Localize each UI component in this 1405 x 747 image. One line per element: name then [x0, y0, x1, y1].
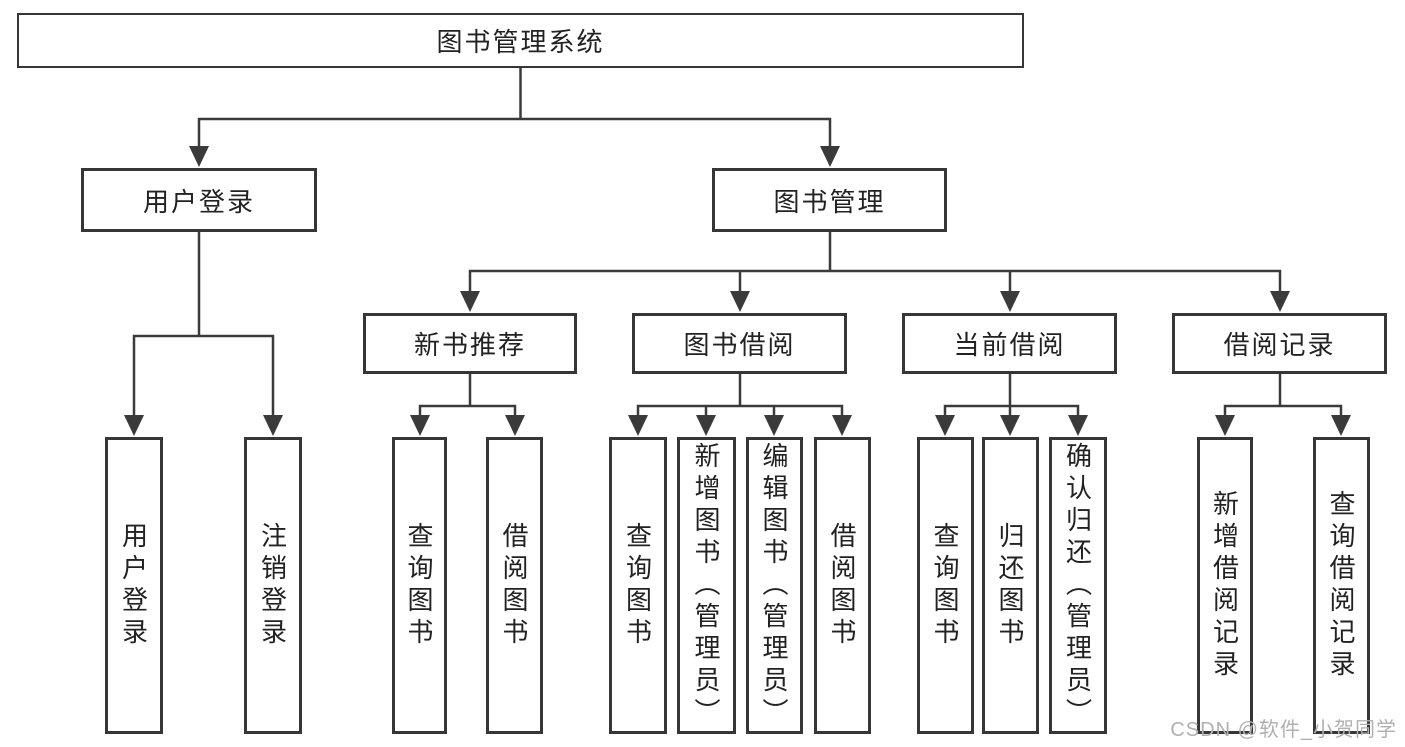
leaf-cb-confirm-return-admin: 确认归还（管理员）: [1049, 437, 1107, 734]
arrowhead: [460, 291, 480, 312]
leaf-br-add-record: 新增借阅记录: [1197, 437, 1253, 734]
connector-root-to-level2: [189, 68, 840, 167]
arrowhead: [263, 415, 283, 436]
arrowhead: [820, 146, 840, 167]
connector-current-borrow-to-leaves: [935, 374, 1088, 436]
node-user-login: 用户登录: [81, 168, 317, 232]
leaf-cb-return-books: 归还图书: [982, 437, 1039, 734]
arrowhead: [1000, 291, 1020, 312]
node-book-borrow: 图书借阅: [632, 313, 847, 374]
connector-book-mgmt-to-level3: [460, 232, 1290, 312]
arrowhead: [764, 415, 784, 436]
arrowhead: [505, 415, 525, 436]
leaf-bb-edit-books-admin: 编辑图书（管理员）: [746, 437, 803, 734]
arrowhead: [832, 415, 852, 436]
leaf-cb-query-books: 查询图书: [917, 437, 974, 734]
node-root: 图书管理系统: [17, 13, 1024, 68]
node-borrow-record: 借阅记录: [1172, 313, 1387, 374]
arrowhead: [124, 415, 144, 436]
arrowhead: [628, 415, 648, 436]
leaf-bb-add-books-admin: 新增图书（管理员）: [677, 437, 736, 734]
connector-user-login-to-leaves: [124, 232, 283, 436]
arrowhead: [410, 415, 430, 436]
connector-borrow-record-to-leaves: [1215, 374, 1351, 436]
csdn-watermark: CSDN @软件_小贺同学: [1170, 719, 1397, 741]
connector-book-borrow-to-leaves: [628, 374, 852, 436]
arrowhead: [935, 415, 955, 436]
leaf-user-login: 用户登录: [105, 437, 163, 734]
node-current-borrow: 当前借阅: [902, 313, 1117, 374]
connector-new-book-rec-to-leaves: [410, 374, 525, 436]
node-book-mgmt: 图书管理: [712, 168, 947, 232]
arrowhead: [730, 291, 750, 312]
leaf-bb-borrow-books: 借阅图书: [814, 437, 871, 734]
arrowhead: [1270, 291, 1290, 312]
arrowhead: [1331, 415, 1351, 436]
arrowhead: [1000, 415, 1020, 436]
leaf-br-query-record: 查询借阅记录: [1313, 437, 1370, 734]
leaf-logout: 注销登录: [244, 437, 302, 734]
arrowhead: [696, 415, 716, 436]
leaf-nbr-query-books: 查询图书: [392, 437, 447, 734]
leaf-nbr-borrow-books: 借阅图书: [486, 437, 543, 734]
leaf-bb-query-books: 查询图书: [609, 437, 667, 734]
arrowhead: [189, 146, 209, 167]
arrowhead: [1215, 415, 1235, 436]
arrowhead: [1068, 415, 1088, 436]
node-new-book-rec: 新书推荐: [363, 313, 577, 374]
